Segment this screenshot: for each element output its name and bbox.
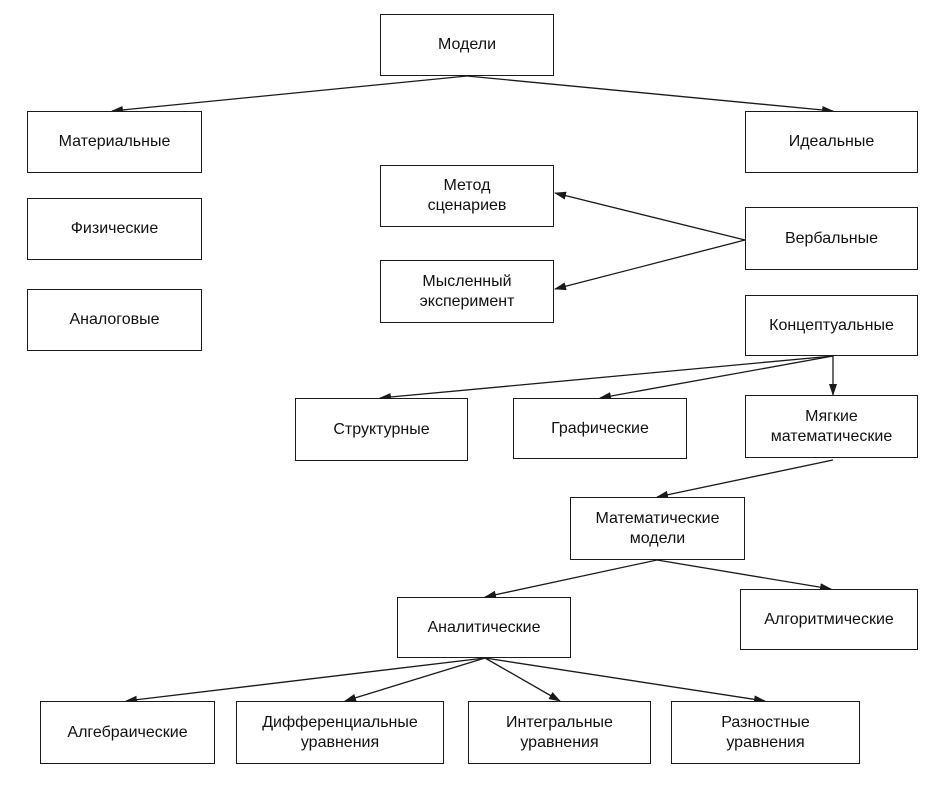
node-ideal: Идеальные xyxy=(745,111,918,173)
node-algorithmic-label: Алгоритмические xyxy=(764,610,894,628)
node-graphic-label: Графические xyxy=(551,419,649,437)
arrow-verbal-to-thought xyxy=(554,239,746,291)
node-soft-mathematical-label: Мягкие математические xyxy=(770,407,893,445)
node-conceptual: Концептуальные xyxy=(745,295,918,356)
arrow-math_models-to-analytical xyxy=(484,559,658,599)
arrow-models-to-material xyxy=(111,75,468,114)
node-scenario-method-label: Метод сценариев xyxy=(427,177,507,214)
arrow-verbal-to-scenario xyxy=(554,191,746,241)
node-structural-label: Структурные xyxy=(333,420,430,438)
node-verbal-label: Вербальные xyxy=(784,229,879,247)
arrow-math_models-to-algorithmic xyxy=(656,559,832,592)
node-verbal: Вербальные xyxy=(745,207,918,270)
node-algorithmic: Алгоритмические xyxy=(740,589,918,650)
node-soft-mathematical: Мягкие математические xyxy=(745,395,918,458)
arrow-models-to-ideal xyxy=(466,75,834,114)
node-material: Материальные xyxy=(27,111,202,173)
node-ideal-label: Идеальные xyxy=(788,133,875,150)
node-conceptual-label: Концептуальные xyxy=(769,316,894,334)
node-models-label: Модели xyxy=(437,36,497,53)
node-models: Модели xyxy=(380,14,554,76)
node-material-label: Материальные xyxy=(58,133,171,150)
node-algebraic-label: Алгебраические xyxy=(67,723,188,741)
node-mathematical-models-label: Математические модели xyxy=(595,509,720,547)
node-differential-equations: Дифференциальные уравнения xyxy=(236,701,444,764)
arrow-analytical-to-algebraic xyxy=(125,657,486,704)
node-scenario-method: Метод сценариев xyxy=(380,165,554,227)
node-analytical-label: Аналитические xyxy=(427,618,541,636)
node-algebraic: Алгебраические xyxy=(40,701,215,764)
arrow-conceptual-to-structural xyxy=(379,355,834,401)
node-physical: Физические xyxy=(27,198,202,260)
node-thought-experiment: Мысленный эксперимент xyxy=(380,260,554,323)
node-differential-equations-label: Дифференциальные уравнения xyxy=(262,713,418,751)
arrow-conceptual-to-graphic xyxy=(599,355,834,400)
arrow-soft_math-to-math_models xyxy=(656,459,834,499)
node-integral-equations-label: Интегральные уравнения xyxy=(506,713,613,751)
arrow-analytical-to-integral xyxy=(484,657,561,702)
node-difference-equations: Разностные уравнения xyxy=(671,701,860,764)
node-structural: Структурные xyxy=(295,398,468,461)
node-mathematical-models: Математические модели xyxy=(570,497,745,560)
node-graphic: Графические xyxy=(513,398,687,459)
node-thought-experiment-label: Мысленный эксперимент xyxy=(419,272,515,310)
arrow-analytical-to-differential xyxy=(344,657,486,702)
node-physical-label: Физические xyxy=(70,220,159,237)
node-analytical: Аналитические xyxy=(397,597,571,658)
node-integral-equations: Интегральные уравнения xyxy=(468,701,651,764)
node-analog-label: Аналоговые xyxy=(69,311,160,328)
arrow-analytical-to-difference xyxy=(484,657,766,704)
node-difference-equations-label: Разностные уравнения xyxy=(721,713,810,751)
node-analog: Аналоговые xyxy=(27,289,202,351)
